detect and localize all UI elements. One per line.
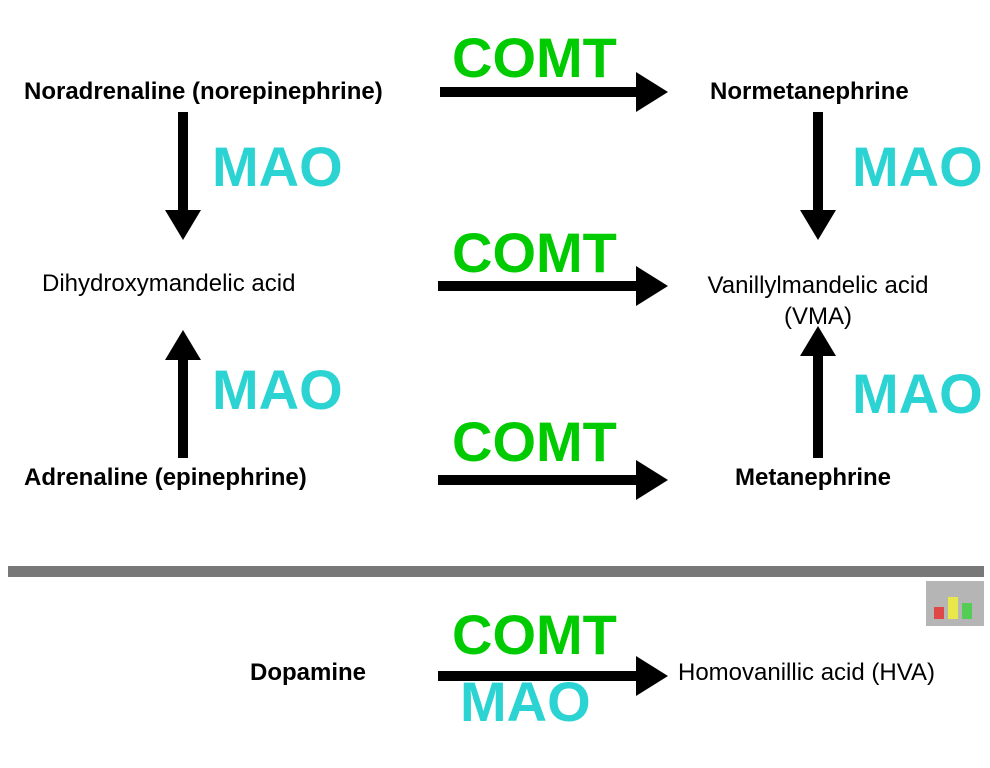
arrow-head: [165, 210, 201, 240]
node-homovanillic-acid: Homovanillic acid (HVA): [678, 659, 935, 686]
node-dihydroxymandelic-acid: Dihydroxymandelic acid: [42, 270, 296, 297]
enzyme-mao-upper-left-label: MAO: [212, 135, 343, 198]
arrow-shaft: [813, 112, 823, 210]
comt-bottom-arrow: [438, 460, 668, 500]
arrow-head: [800, 210, 836, 240]
comt-middle-arrow: [438, 266, 668, 306]
node-dopamine: Dopamine: [250, 659, 367, 686]
vanillylmandelic-acid-label: Vanillylmandelic acid: [707, 272, 929, 299]
arrow-shaft: [438, 281, 636, 291]
arrow-shaft: [813, 356, 823, 458]
arrow-shaft: [178, 112, 188, 210]
chart-icon-bar-red: [934, 607, 944, 619]
enzyme-mao-dopamine-label: MAO: [460, 670, 591, 733]
enzyme-mao-upper-right-label: MAO: [852, 135, 983, 198]
enzyme-comt-bottom-label: COMT: [452, 410, 617, 473]
enzyme-comt-dopamine-label: COMT: [452, 603, 617, 666]
chart-icon-bar-yellow: [948, 597, 958, 619]
arrow-head: [165, 330, 201, 360]
arrow-shaft: [440, 87, 636, 97]
vma-abbr-label: (VMA): [784, 303, 852, 330]
mao-right-up-arrow: [800, 326, 836, 458]
arrow-shaft: [438, 671, 636, 681]
section-divider: [8, 566, 984, 577]
node-noradrenaline: Noradrenaline (norepinephrine): [24, 78, 383, 105]
enzyme-mao-lower-left-label: MAO: [212, 358, 343, 421]
arrow-head: [800, 326, 836, 356]
mao-right-down-arrow: [800, 112, 836, 240]
arrow-head: [636, 266, 668, 306]
mao-left-up-arrow: [165, 330, 201, 458]
node-normetanephrine: Normetanephrine: [710, 78, 909, 105]
mao-left-down-arrow: [165, 112, 201, 240]
comt-top-arrow: [440, 72, 668, 112]
enzyme-comt-top-label: COMT: [452, 26, 617, 89]
enzyme-comt-middle-label: COMT: [452, 221, 617, 284]
node-adrenaline: Adrenaline (epinephrine): [24, 464, 307, 491]
arrow-head: [636, 72, 668, 112]
enzyme-mao-lower-right-label: MAO: [852, 362, 983, 425]
node-vanillylmandelic-acid: Vanillylmandelic acid (VMA): [690, 270, 946, 332]
node-metanephrine: Metanephrine: [735, 464, 892, 491]
dopamine-arrow: [438, 656, 668, 696]
arrow-head: [636, 656, 668, 696]
arrow-head: [636, 460, 668, 500]
arrow-shaft: [178, 360, 188, 458]
arrow-shaft: [438, 475, 636, 485]
chart-thumbnail-icon: [926, 581, 984, 626]
chart-icon-bar-green: [962, 603, 972, 619]
